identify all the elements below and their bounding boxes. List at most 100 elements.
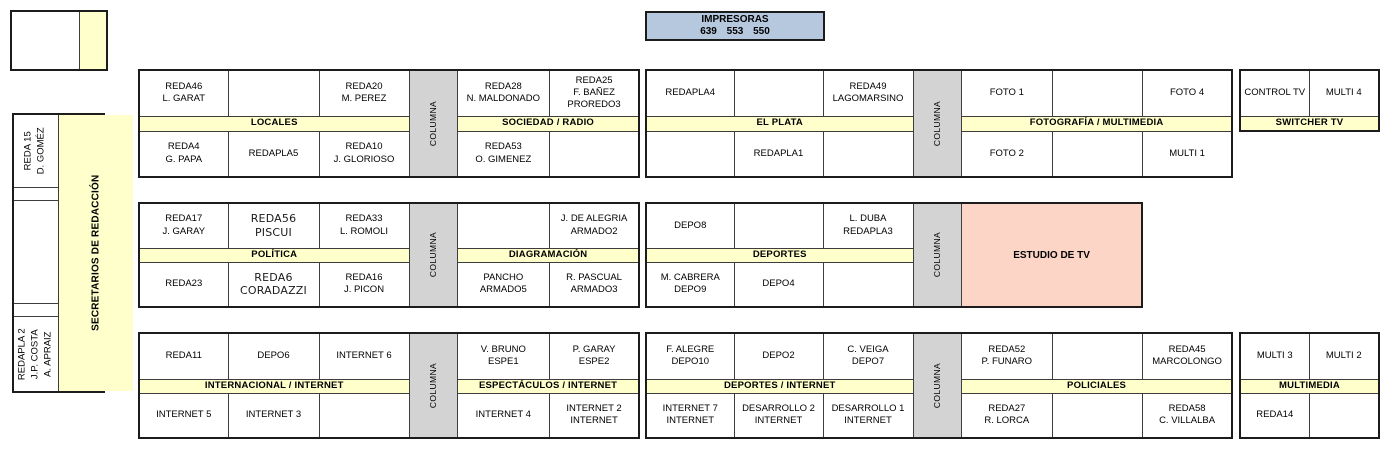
desk-cell: REDA14 bbox=[1239, 392, 1310, 439]
columna-label: COLUMNA bbox=[427, 232, 438, 278]
secretarios-band: SECRETARIOS DE REDACCIÓN bbox=[58, 115, 133, 391]
desk-cell: MULTI 4 bbox=[1308, 69, 1380, 117]
desk-cell: REDA27 R. LORCA bbox=[960, 392, 1053, 439]
desk-cell: REDA33 L. ROMOLI bbox=[318, 202, 410, 249]
columna-label: COLUMNA bbox=[931, 232, 942, 278]
desk-cell: MULTI 3 bbox=[1239, 332, 1310, 380]
columna-cell: COLUMNA bbox=[408, 202, 458, 308]
desk-cell: INTERNET 2 INTERNET bbox=[548, 392, 640, 439]
desk-cell: INTERNET 4 bbox=[456, 392, 550, 439]
desk-cell: REDA20 M. PEREZ bbox=[318, 69, 410, 117]
desk-cell: R. PASCUAL ARMADO3 bbox=[548, 261, 640, 308]
desk-cell: J. DE ALEGRIA ARMADO2 bbox=[548, 202, 640, 249]
desk-cell-redapla2: REDAPLA 2 J.P. COSTA A. APRAIZ bbox=[14, 317, 58, 391]
desk-cell-empty bbox=[548, 130, 640, 178]
desk-cell: REDA53 O. GIMENEZ bbox=[456, 130, 550, 178]
columna-cell: COLUMNA bbox=[408, 69, 458, 178]
desk-cell: L. DUBA REDAPLA3 bbox=[822, 202, 914, 249]
desk-cell: REDA28 N. MALDONADO bbox=[456, 69, 550, 117]
desk-cell: F. ALEGRE DEPO10 bbox=[645, 332, 735, 380]
desk-cell: CONTROL TV bbox=[1239, 69, 1310, 117]
corner-box bbox=[10, 10, 108, 71]
desk-cell: PANCHO ARMADO5 bbox=[456, 261, 550, 308]
desk-cell: DESARROLLO 2 INTERNET bbox=[733, 392, 824, 439]
section-header-internacional-internet: INTERNACIONAL / INTERNET bbox=[138, 378, 410, 394]
desk-cell: REDA16 J. PICON bbox=[318, 261, 410, 308]
corner-box-white-cell bbox=[12, 12, 80, 69]
desk-cell: V. BRUNO ESPE1 bbox=[456, 332, 550, 380]
desk-cell-empty bbox=[1051, 69, 1143, 117]
impresoras-box: IMPRESORAS 639 553 550 bbox=[645, 11, 825, 41]
spacer-cell bbox=[14, 188, 58, 201]
columna-label: COLUMNA bbox=[931, 100, 942, 147]
desk-cell: DEPO4 bbox=[733, 261, 824, 308]
desk-label: REDA 15 D. GOMÉZ bbox=[23, 127, 47, 175]
desk-cell-empty bbox=[733, 69, 824, 117]
section-header-diagramacion: DIAGRAMACIÓN bbox=[456, 247, 640, 263]
desk-cell: MULTI 1 bbox=[1141, 130, 1233, 178]
block-locales-sociedad: REDA46 L. GARAT REDA20 M. PEREZ COLUMNA RED… bbox=[138, 69, 641, 178]
desk-cell: REDA46 L. GARAT bbox=[138, 69, 229, 117]
desk-cell: INTERNET 3 bbox=[227, 392, 320, 439]
desk-cell: REDA49 LAGOMARSINO bbox=[822, 69, 914, 117]
left-panel: REDA 15 D. GOMÉZ REDAPLA 2 J.P. COSTA A.… bbox=[12, 113, 133, 393]
desk-cell-empty bbox=[1051, 332, 1143, 380]
desk-cell-empty bbox=[1051, 130, 1143, 178]
desk-cell: REDA17 J. GARAY bbox=[138, 202, 229, 249]
desk-cell-empty bbox=[822, 130, 914, 178]
columna-cell: COLUMNA bbox=[912, 69, 962, 178]
desk-cell: REDA52 P. FUNARO bbox=[960, 332, 1053, 380]
desk-cell: DESARROLLO 1 INTERNET bbox=[822, 392, 914, 439]
desk-cell: P. GARAY ESPE2 bbox=[548, 332, 640, 380]
section-header-multimedia: MULTIMEDIA bbox=[1239, 378, 1380, 394]
desk-cell: FOTO 4 bbox=[1141, 69, 1233, 117]
desk-cell: REDA10 J. GLORIOSO bbox=[318, 130, 410, 178]
impresoras-title: IMPRESORAS bbox=[701, 13, 769, 25]
desk-cell: REDA23 bbox=[138, 261, 229, 308]
desk-cell: FOTO 2 bbox=[960, 130, 1053, 178]
spacer-cell bbox=[14, 304, 58, 317]
desk-cell: DEPO8 bbox=[645, 202, 735, 249]
desk-cell-empty bbox=[1051, 392, 1143, 439]
desk-cell: REDA25 F. BAÑEZ PROREDO3 bbox=[548, 69, 640, 117]
desk-cell-empty bbox=[822, 261, 914, 308]
desk-cell: DEPO6 bbox=[227, 332, 320, 380]
desk-cell-empty bbox=[227, 69, 320, 117]
section-header-politica: POLÍTICA bbox=[138, 247, 410, 263]
section-header-policiales: POLICIALES bbox=[960, 378, 1233, 394]
desk-cell: REDA11 bbox=[138, 332, 229, 380]
desk-cell-reda15: REDA 15 D. GOMÉZ bbox=[14, 115, 58, 188]
corner-box-yellow-cell bbox=[80, 12, 106, 69]
section-header-deportes-internet: DEPORTES / INTERNET bbox=[645, 378, 914, 394]
section-header-espectaculos-internet: ESPECTÁCULOS / INTERNET bbox=[456, 378, 640, 394]
desk-cell: REDA56 PISCUI bbox=[227, 202, 320, 249]
desk-cell: INTERNET 5 bbox=[138, 392, 229, 439]
section-header-switcher-tv: SWITCHER TV bbox=[1239, 115, 1380, 132]
section-header-fotografia-multimedia: FOTOGRAFÍA / MULTIMEDIA bbox=[960, 115, 1233, 132]
desk-cell-empty bbox=[14, 201, 58, 304]
section-header-locales: LOCALES bbox=[138, 115, 410, 132]
desk-cell: REDAPLA1 bbox=[733, 130, 824, 178]
desk-cell: FOTO 1 bbox=[960, 69, 1053, 117]
desk-cell-empty bbox=[1308, 392, 1380, 439]
columna-label: COLUMNA bbox=[427, 100, 438, 147]
desk-cell: REDAPLA4 bbox=[645, 69, 735, 117]
left-panel-desks: REDA 15 D. GOMÉZ REDAPLA 2 J.P. COSTA A.… bbox=[14, 115, 59, 391]
estudio-tv-cell: ESTUDIO DE TV bbox=[960, 202, 1143, 308]
desk-cell: DEPO2 bbox=[733, 332, 824, 380]
desk-cell: REDA45 MARCOLONGO bbox=[1141, 332, 1233, 380]
desk-cell: REDA4 G. PAPA bbox=[138, 130, 229, 178]
columna-label: COLUMNA bbox=[931, 362, 942, 409]
desk-cell: REDA58 C. VILLALBA bbox=[1141, 392, 1233, 439]
columna-cell: COLUMNA bbox=[408, 332, 458, 439]
columna-cell: COLUMNA bbox=[912, 332, 962, 439]
section-header-deportes: DEPORTES bbox=[645, 247, 914, 263]
